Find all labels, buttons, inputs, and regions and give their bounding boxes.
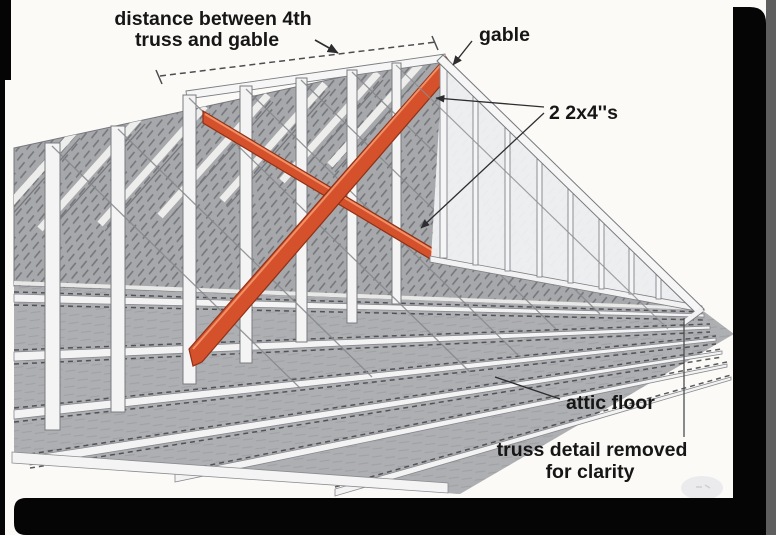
truss-post: [239, 85, 253, 364]
truss-posts: [44, 62, 402, 431]
dimension-tick-right: [431, 35, 439, 51]
attic-floor-label: attic floor: [566, 392, 655, 414]
distance-label-arrow: [314, 39, 339, 54]
note-label-line2: for clarity: [546, 461, 635, 483]
far-eave-plate: [13, 281, 703, 311]
gable-king-stud: [439, 61, 448, 259]
brace-upper-highlight: [204, 113, 436, 253]
dimension-tick-left: [155, 69, 163, 85]
brace-long-highlight: [192, 60, 445, 350]
gable-end: [395, 54, 705, 330]
dimension-line: [159, 41, 437, 77]
distance-label-line1: distance between 4th: [114, 8, 311, 30]
braces-label: 2 2x4''s: [549, 102, 618, 124]
attic-floor-leader: [494, 376, 561, 400]
frame-bottom: [14, 498, 776, 535]
truss-post-4th: [182, 94, 197, 385]
truss-post: [391, 62, 402, 305]
floor-fascia: [11, 451, 449, 494]
distance-label-line2: truss and gable: [135, 29, 279, 51]
eave-tip-outline: [683, 311, 704, 327]
nail-dash-lines: [13, 291, 732, 488]
frame-right: [733, 7, 766, 535]
annotation-lines: [155, 35, 685, 437]
attic-floor: [11, 286, 734, 497]
truss-post: [110, 125, 126, 413]
gable-leader: [452, 40, 473, 66]
eave-tip: [682, 307, 704, 325]
note-label-line1: truss detail removed: [497, 439, 688, 461]
frame-side-gray-strip: [766, 0, 776, 535]
diagonal-braces: [188, 56, 456, 367]
braces-leader-upper: [435, 94, 545, 108]
watermark-blob: [681, 476, 723, 500]
frame-left: [0, 0, 11, 535]
labels: distance between 4th truss and gable gab…: [114, 8, 687, 483]
braces-leader-lower: [420, 112, 545, 229]
truss-chord-outline: [395, 64, 669, 330]
truss-post: [44, 142, 61, 431]
floor-joists: [13, 291, 732, 497]
truss-post: [295, 77, 308, 343]
gable-label: gable: [479, 24, 530, 46]
